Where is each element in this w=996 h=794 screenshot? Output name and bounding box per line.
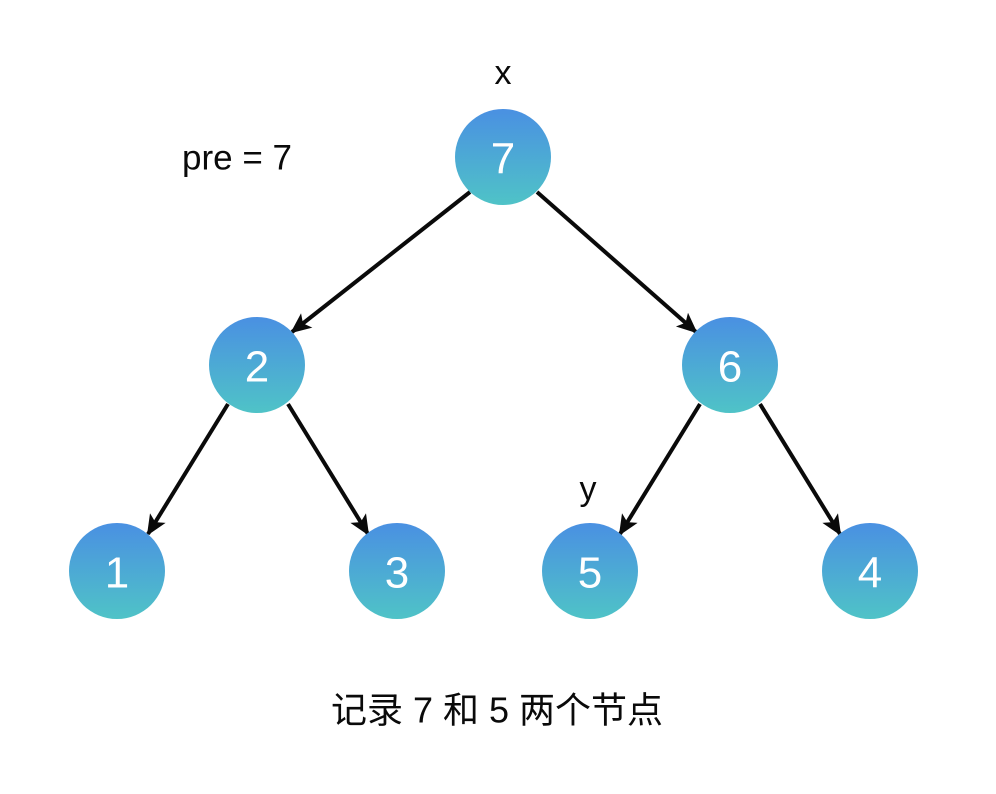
node-circle-4[interactable] bbox=[822, 523, 918, 619]
edge-7-to-2 bbox=[290, 190, 472, 334]
node-label-7: 7 bbox=[491, 135, 515, 184]
node-group: 7 2 6 1 3 5 4 bbox=[69, 109, 918, 619]
node-label-6: 6 bbox=[718, 343, 742, 392]
node-label-4: 4 bbox=[858, 549, 882, 598]
node-circle-3[interactable] bbox=[349, 523, 445, 619]
node-label-2: 2 bbox=[245, 343, 269, 392]
pointer-label-y: y bbox=[580, 470, 597, 508]
edge-2-to-3 bbox=[286, 402, 370, 536]
tree-node-1[interactable]: 1 bbox=[69, 523, 165, 619]
edge-6-to-5 bbox=[618, 402, 702, 536]
tree-node-4[interactable]: 4 bbox=[822, 523, 918, 619]
node-circle-2[interactable] bbox=[209, 317, 305, 413]
edge-2-to-1 bbox=[146, 402, 230, 536]
annotation-pre-value: pre = 7 bbox=[182, 139, 292, 178]
pointer-label-x: x bbox=[495, 54, 512, 92]
diagram-caption: 记录 7 和 5 两个节点 bbox=[331, 690, 663, 731]
tree-node-6[interactable]: 6 bbox=[682, 317, 778, 413]
edge-group bbox=[146, 190, 842, 536]
node-circle-7[interactable] bbox=[455, 109, 551, 205]
node-circle-5[interactable] bbox=[542, 523, 638, 619]
node-circle-1[interactable] bbox=[69, 523, 165, 619]
tree-node-7[interactable]: 7 bbox=[455, 109, 551, 205]
node-circle-6[interactable] bbox=[682, 317, 778, 413]
node-label-1: 1 bbox=[105, 549, 129, 598]
tree-node-5[interactable]: 5 bbox=[542, 523, 638, 619]
pointer-label-group: x y bbox=[495, 54, 597, 508]
edge-6-to-4 bbox=[758, 402, 842, 536]
edge-7-to-6 bbox=[535, 190, 698, 334]
node-label-5: 5 bbox=[578, 549, 602, 598]
tree-node-2[interactable]: 2 bbox=[209, 317, 305, 413]
node-label-3: 3 bbox=[385, 549, 409, 598]
tree-node-3[interactable]: 3 bbox=[349, 523, 445, 619]
